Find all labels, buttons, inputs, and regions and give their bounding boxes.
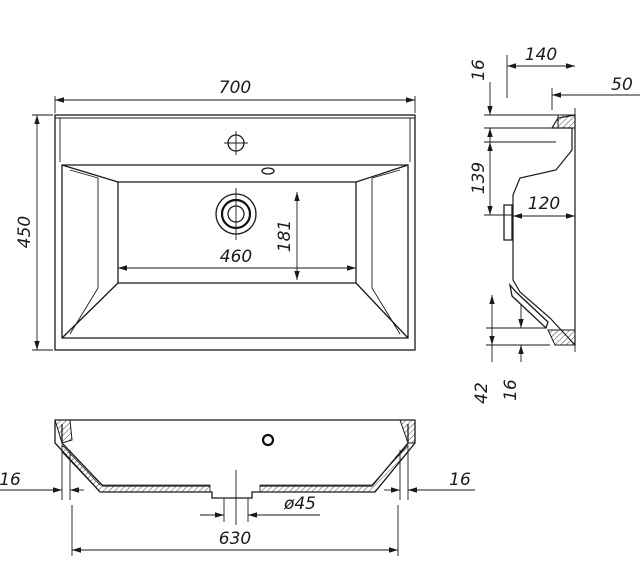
dim-front-left-wall: 16 (0, 470, 21, 490)
overflow-icon (261, 167, 275, 175)
basin-outline (54, 114, 416, 351)
dim-top-width: 700 (219, 78, 251, 98)
dim-top-depth: 450 (15, 216, 35, 248)
dim-side-drop: 139 (469, 162, 489, 194)
dim-side-bowl-depth: 120 (528, 194, 560, 214)
front-section: 16 16 ø45 630 (0, 419, 475, 556)
top-view: 700 450 460 181 (15, 78, 416, 351)
dim-front-base-width: 630 (219, 529, 251, 549)
side-section: 140 50 16 139 120 42 16 (469, 45, 640, 404)
dim-front-drain: ø45 (283, 494, 316, 514)
dim-side-bottom-total: 42 (472, 382, 492, 404)
dim-bowl-width: 460 (220, 247, 252, 267)
overflow-hole-icon (261, 433, 275, 447)
drain-stub (503, 204, 513, 241)
dim-side-rim: 50 (611, 75, 633, 95)
dim-side-bottom-wall: 16 (501, 379, 521, 401)
dim-front-right-wall: 16 (449, 470, 471, 490)
side-profile (512, 114, 576, 347)
dim-side-upper-wall: 16 (469, 59, 489, 81)
dim-side-depth: 140 (525, 45, 557, 65)
dim-bowl-depth: 181 (275, 220, 295, 252)
